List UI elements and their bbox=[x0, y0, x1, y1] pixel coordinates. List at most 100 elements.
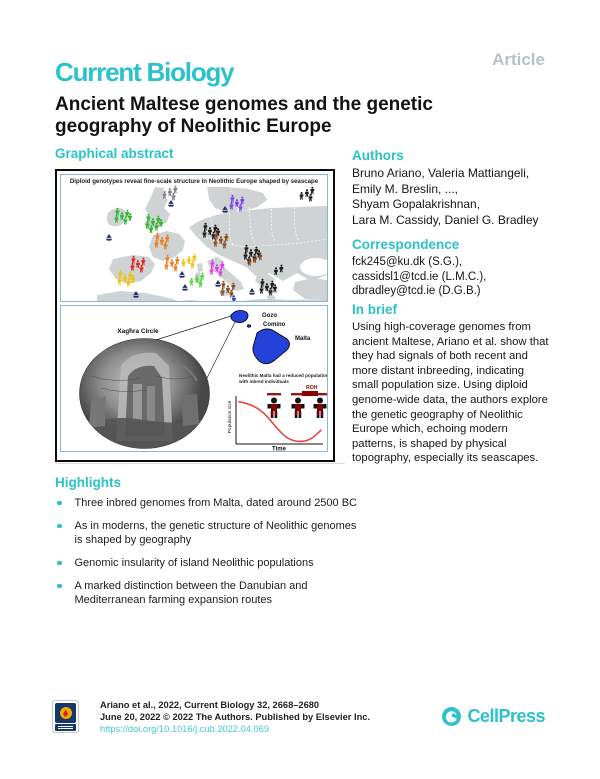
boat-icon bbox=[221, 206, 229, 213]
southeast-france-cluster-person-icon bbox=[181, 259, 186, 267]
iberia-cluster-person-icon bbox=[130, 275, 135, 283]
scotland-cluster-person-icon bbox=[162, 191, 167, 199]
paper-title: Ancient Maltese genomes and the genetic … bbox=[55, 94, 555, 138]
graphical-abstract-figure: Diploid genotypes reveal fine-scale stru… bbox=[55, 169, 335, 462]
boat-icon bbox=[132, 291, 140, 298]
scandinavia-cluster-person-icon bbox=[229, 202, 234, 210]
in-brief-text: Using high-coverage genomes from ancient… bbox=[352, 321, 549, 465]
southeast-france-cluster-person-icon bbox=[192, 253, 197, 262]
central-europe-brown-cluster-person-icon bbox=[214, 231, 219, 240]
correspondence-email: fck245@ku.dk (S.G.), bbox=[352, 256, 463, 268]
cellpress-logo: CellPress bbox=[441, 706, 545, 727]
paper-title-line2: geography of Neolithic Europe bbox=[55, 116, 332, 137]
iberia-cluster-person-icon bbox=[122, 274, 127, 282]
south-italy-cluster-person-icon bbox=[225, 285, 230, 293]
south-france-cluster-person-icon bbox=[169, 259, 174, 267]
north-france-cluster-person-icon bbox=[154, 240, 159, 248]
scotland-cluster-person-icon bbox=[167, 188, 172, 196]
author-line: Lara M. Cassidy, Daniel G. Bradley bbox=[352, 212, 539, 227]
northeast-europe-cluster-person-icon bbox=[310, 186, 315, 195]
black-sea bbox=[300, 258, 327, 276]
central-europe-cluster-person-icon bbox=[202, 230, 207, 238]
carpathian-brown-cluster-person-icon bbox=[252, 255, 257, 263]
britain-cluster-person-icon bbox=[158, 219, 163, 227]
central-italy-cluster-person-icon bbox=[210, 259, 215, 268]
scandinavia-cluster-person-icon bbox=[240, 196, 245, 205]
boat-icon bbox=[105, 234, 113, 241]
ireland-cluster-person-icon bbox=[115, 207, 120, 216]
scandinavia-cluster-person-icon bbox=[230, 194, 235, 203]
boat-icon bbox=[248, 288, 256, 295]
malta-panel-figure: Xagħra Circle Gozo Comino Malta Neolithi… bbox=[79, 310, 327, 452]
north-france-cluster-person-icon bbox=[165, 234, 170, 243]
inbred-individual-icon bbox=[267, 393, 281, 418]
boat-icon bbox=[167, 200, 175, 207]
central-europe-cluster-person-icon bbox=[203, 222, 208, 231]
north-spain-cluster-person-icon bbox=[130, 263, 135, 271]
central-europe-cluster-person-icon bbox=[207, 227, 212, 235]
sardinia-cluster-person-icon bbox=[198, 279, 203, 288]
inbred-individual-icon bbox=[313, 393, 327, 418]
malta-label: Malta bbox=[295, 336, 311, 342]
north-spain-cluster-person-icon bbox=[141, 257, 146, 266]
bullet-icon bbox=[57, 560, 62, 565]
site-label: Xagħra Circle bbox=[117, 328, 159, 335]
map-clusters bbox=[114, 185, 315, 301]
article-type-label: Article bbox=[492, 50, 545, 69]
zoom-connector-lines bbox=[155, 315, 236, 379]
engraving-detail bbox=[81, 349, 207, 448]
cellpress-icon bbox=[442, 707, 462, 726]
scandinavia-cluster-person-icon bbox=[234, 199, 239, 207]
scotland-cluster-person-icon bbox=[173, 185, 178, 194]
pop-chart-xlabel: Time bbox=[272, 447, 287, 452]
correspondence-list: fck245@ku.dk (S.G.), cassidsl1@tcd.ie (L… bbox=[352, 255, 552, 299]
scotland-cluster-person-icon bbox=[171, 192, 176, 201]
highlight-item: Genomic insularity of island Neolithic p… bbox=[55, 556, 360, 570]
cellpress-wordmark: CellPress bbox=[467, 706, 545, 726]
ireland-cluster-person-icon bbox=[127, 213, 132, 221]
britain-cluster-person-icon bbox=[145, 221, 150, 229]
highlight-text: Genomic insularity of island Neolithic p… bbox=[74, 557, 314, 569]
greece-cluster-person-icon bbox=[268, 287, 273, 296]
britain-cluster-person-icon bbox=[149, 225, 153, 234]
correspondence-email: dbradley@tcd.ie (D.G.B.) bbox=[352, 285, 481, 297]
iberia-cluster-person-icon bbox=[126, 278, 131, 287]
crossmark-caption-line bbox=[58, 728, 73, 729]
central-italy-cluster-person-icon bbox=[220, 261, 225, 270]
comino-island bbox=[246, 324, 251, 328]
highlight-text: Three inbred genomes from Malta, dated a… bbox=[74, 497, 358, 509]
southeast-france-cluster-person-icon bbox=[190, 260, 195, 269]
graphical-abstract-heading: Graphical abstract bbox=[55, 146, 174, 161]
south-france-cluster-person-icon bbox=[164, 262, 169, 270]
northeast-europe-cluster-person-icon bbox=[304, 189, 309, 197]
central-italy-cluster-person-icon bbox=[214, 264, 219, 272]
greece-cluster-person-icon bbox=[272, 284, 277, 292]
north-spain-cluster-person-icon bbox=[135, 260, 140, 268]
britain-cluster-person-icon bbox=[154, 222, 159, 231]
central-europe-brown-cluster-person-icon bbox=[218, 236, 223, 244]
carpathian-cluster-person-icon bbox=[244, 244, 249, 253]
south-france-cluster-person-icon bbox=[165, 254, 170, 263]
highlight-text: A marked distinction between the Danubia… bbox=[74, 580, 308, 606]
doi-link[interactable]: https://doi.org/10.1016/j.cub.2022.04.06… bbox=[100, 724, 270, 734]
ireland-cluster-person-icon bbox=[123, 216, 128, 225]
roh-legend-label: ROH bbox=[306, 385, 318, 391]
copyright-line: June 20, 2022 © 2022 The Authors. Publis… bbox=[100, 712, 371, 722]
sardinia-cluster-person-icon bbox=[200, 272, 205, 281]
bullet-icon bbox=[57, 500, 62, 505]
pop-chart-title-line2: with inbred individuals bbox=[238, 379, 289, 384]
pop-chart-title-line1: Neolithic Malta had a reduced population… bbox=[239, 373, 327, 378]
ireland-cluster-person-icon bbox=[125, 209, 130, 218]
south-italy-cluster-person-icon bbox=[220, 288, 225, 296]
greece-cluster-person-icon bbox=[260, 278, 265, 287]
central-europe-cluster-person-icon bbox=[213, 224, 218, 233]
north-spain-cluster-person-icon bbox=[139, 264, 144, 273]
authors-list: Bruno Ariano, Valeria Mattiangeli, Emily… bbox=[352, 166, 552, 228]
crossmark-badge[interactable] bbox=[52, 700, 79, 733]
crossmark-logo bbox=[55, 703, 76, 723]
aegean-cluster-person-icon bbox=[273, 267, 278, 275]
sardinia-cluster-person-icon bbox=[189, 278, 194, 286]
bullet-icon bbox=[57, 583, 62, 588]
sardinia-cluster-person-icon bbox=[194, 275, 199, 283]
citation-line: Ariano et al., 2022, Current Biology 32,… bbox=[100, 700, 320, 710]
